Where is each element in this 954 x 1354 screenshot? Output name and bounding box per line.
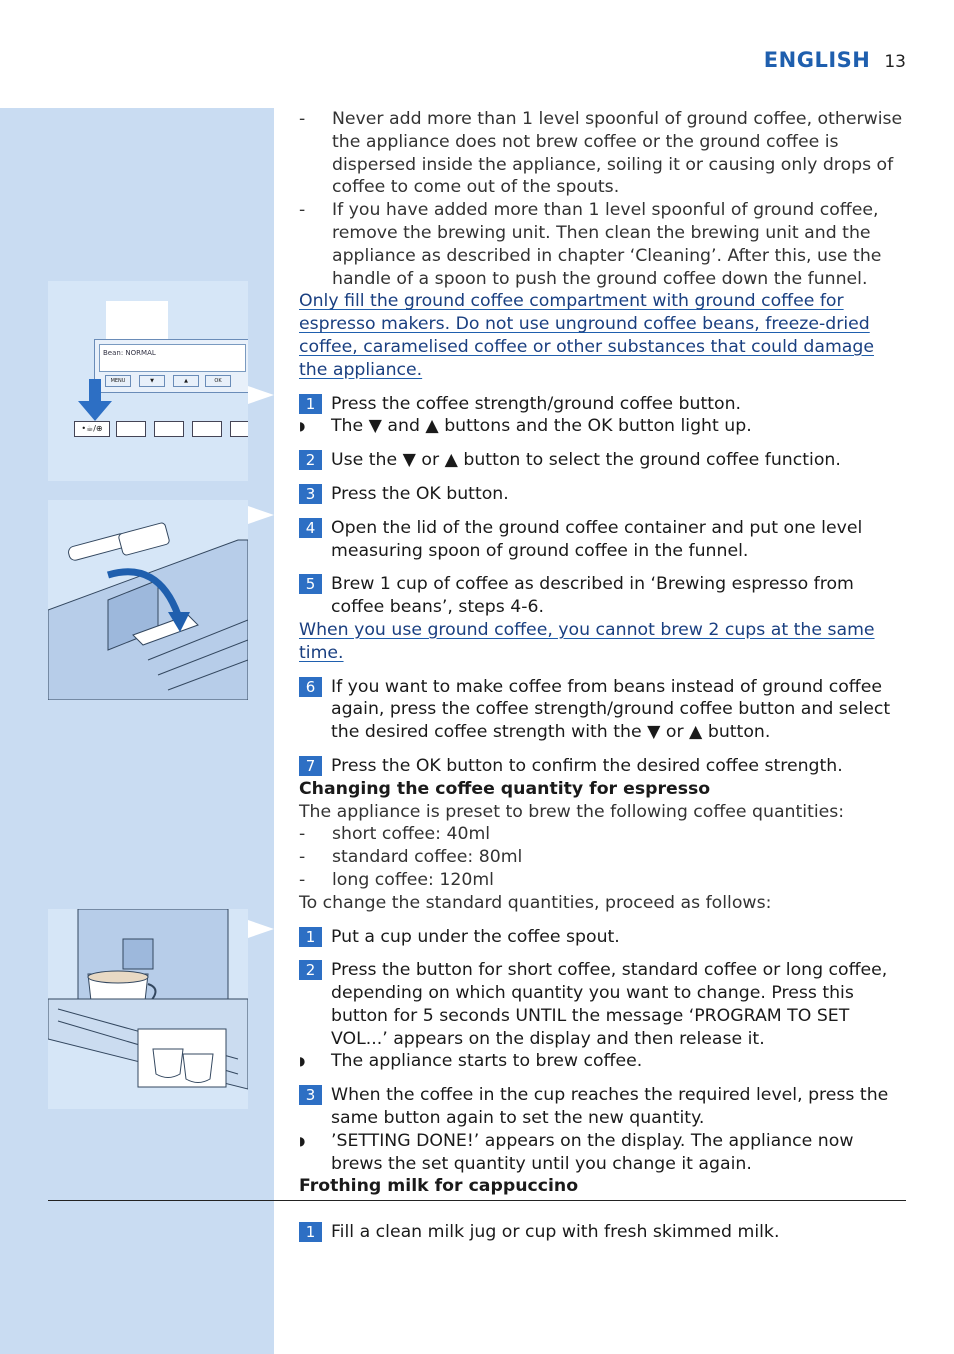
funnel-scoop-drawing (48, 522, 248, 700)
ok-button: OK (205, 375, 231, 387)
quantity-item: -standard coffee: 80ml (299, 847, 523, 868)
down-arrow-icon (78, 379, 112, 421)
cup-button-4 (230, 421, 248, 437)
pointer-3 (248, 920, 274, 938)
page-header: ENGLISH 13 (764, 48, 906, 72)
up-button: ▲ (173, 375, 199, 387)
display-screen: Bean: NORMAL (99, 344, 246, 372)
result-arrow-icon: ◗ (299, 1133, 306, 1148)
note-two-cups: When you use ground coffee, you cannot b… (299, 619, 875, 663)
quantity-item: -long coffee: 120ml (299, 869, 494, 890)
cup-button-2 (154, 421, 184, 437)
page-number: 13 (884, 52, 906, 72)
pointer-1 (248, 386, 274, 404)
warning-item: -If you have added more than 1 level spo… (299, 200, 882, 289)
section-heading-quantity: Changing the coffee quantity for espress… (299, 778, 711, 799)
strength-selector: •☕/⊕ (74, 421, 110, 437)
control-panel-frame: Bean: NORMAL MENU ▼ ▲ OK (94, 339, 248, 393)
language-label: ENGLISH (763, 48, 871, 72)
control-panel-illustration: Bean: NORMAL MENU ▼ ▲ OK •☕/⊕ (48, 281, 248, 481)
down-button: ▼ (139, 375, 165, 387)
main-content: -Never add more than 1 level spoonful of… (299, 108, 907, 1198)
intro-text: The appliance is preset to brew the foll… (299, 801, 845, 822)
cup-spout-drawing (48, 909, 248, 1090)
result-arrow-icon: ◗ (299, 419, 306, 434)
menu-button: MENU (105, 375, 131, 387)
step-result: ◗The appliance starts to brew coffee. (299, 1051, 643, 1072)
section-heading-frothing: Frothing milk for cappuccino (299, 1176, 579, 1197)
note-ground-coffee-only: Only fill the ground coffee compartment … (299, 291, 874, 380)
result-arrow-icon: ◗ (299, 1054, 306, 1069)
step-result: ◗’SETTING DONE!’ appears on the display.… (299, 1130, 854, 1174)
proceed-text: To change the standard quantities, proce… (299, 892, 772, 913)
quantity-item: -short coffee: 40ml (299, 824, 491, 845)
cup-button-3 (192, 421, 222, 437)
section-divider (48, 1200, 906, 1201)
cup-button-1 (116, 421, 146, 437)
cup-under-spout-illustration (48, 909, 248, 1109)
pointer-2 (248, 506, 274, 524)
warning-item: -Never add more than 1 level spoonful of… (299, 109, 903, 198)
funnel-illustration (48, 500, 248, 700)
step-result: ◗The ▼ and ▲ buttons and the OK button l… (299, 416, 752, 437)
